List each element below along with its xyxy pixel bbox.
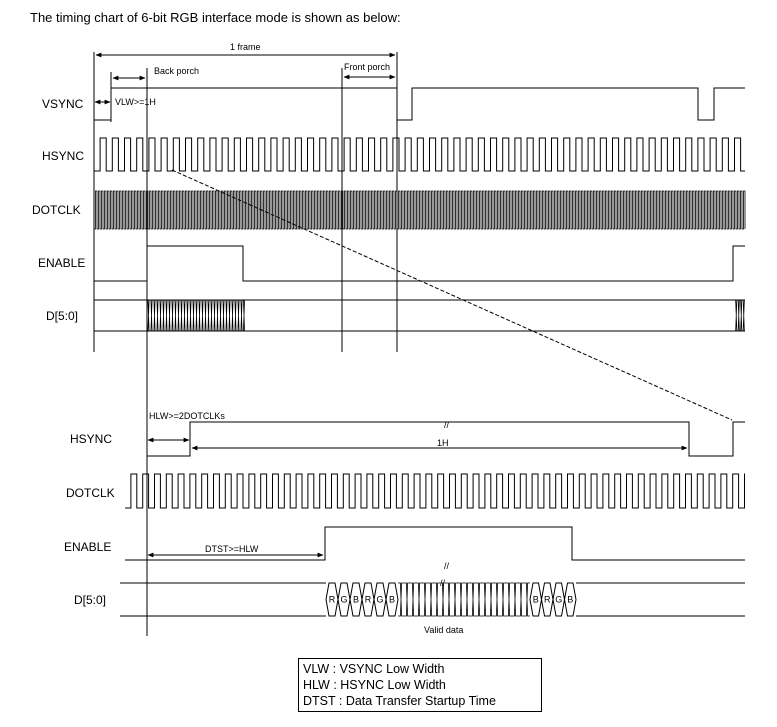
front-porch-label: Front porch [344,62,390,72]
data-bus-lower [120,582,745,617]
vsync-waveform [93,87,745,121]
legend-item-dtst: DTST : Data Transfer Startup Time [303,694,496,708]
dotclk-waveform-upper [94,190,746,230]
valid-data-label: Valid data [424,625,463,635]
signal-label-dotclk-upper: DOTCLK [32,203,81,217]
hsync-waveform-lower [146,421,745,457]
frame-label: 1 frame [230,42,261,52]
break-mark-enable: // [444,561,450,571]
break-mark-data: // [440,578,446,588]
vlw-label: VLW>=1H [115,97,156,107]
dtst-label: DTST>=HLW [205,544,259,554]
hsync-waveform-upper [94,137,745,172]
signal-label-data-lower: D[5:0] [74,593,106,607]
data-cell-first-label: R [365,595,372,605]
data-cell-last-label: R [544,595,551,605]
data-cell-last-label: G [555,595,562,605]
data-cell-last-label: B [533,595,539,605]
data-cell-first-label: G [376,595,383,605]
legend-item-hlw: HLW : HSYNC Low Width [303,678,446,692]
signal-label-enable-lower: ENABLE [64,540,111,554]
back-porch-label: Back porch [154,66,199,76]
enable-waveform-lower [125,526,745,561]
data-bus-lower-transition [398,582,530,617]
signal-label-data-upper: D[5:0] [46,309,78,323]
data-cell-first-label: B [353,595,359,605]
legend-item-vlw: VLW : VSYNC Low Width [303,662,445,676]
break-mark-hsync: // [444,420,450,430]
data-cell-first-label: B [389,595,395,605]
data-bus-upper-active [147,299,245,332]
signal-label-dotclk-lower: DOTCLK [66,486,115,500]
enable-waveform-upper [94,245,745,282]
signal-label-hsync-upper: HSYNC [42,149,84,163]
signal-label-vsync-upper: VSYNC [42,97,84,111]
page-title: The timing chart of 6-bit RGB interface … [30,10,401,25]
data-bus-upper-next-line [735,299,745,332]
dotclk-waveform-lower [125,473,745,509]
data-bus-upper [94,299,745,332]
signal-label-enable-upper: ENABLE [38,256,85,270]
data-cell-first-label: R [329,595,336,605]
data-cell-first-label: G [340,595,347,605]
legend-box: VLW : VSYNC Low Width HLW : HSYNC Low Wi… [298,658,542,712]
signal-label-hsync-lower: HSYNC [70,432,112,446]
hlw-label: HLW>=2DOTCLKs [149,411,225,421]
one-h-label: 1H [437,438,449,448]
data-cell-first-5 [385,582,399,617]
data-cell-last-3 [563,582,577,617]
data-cell-last-label: B [567,595,573,605]
